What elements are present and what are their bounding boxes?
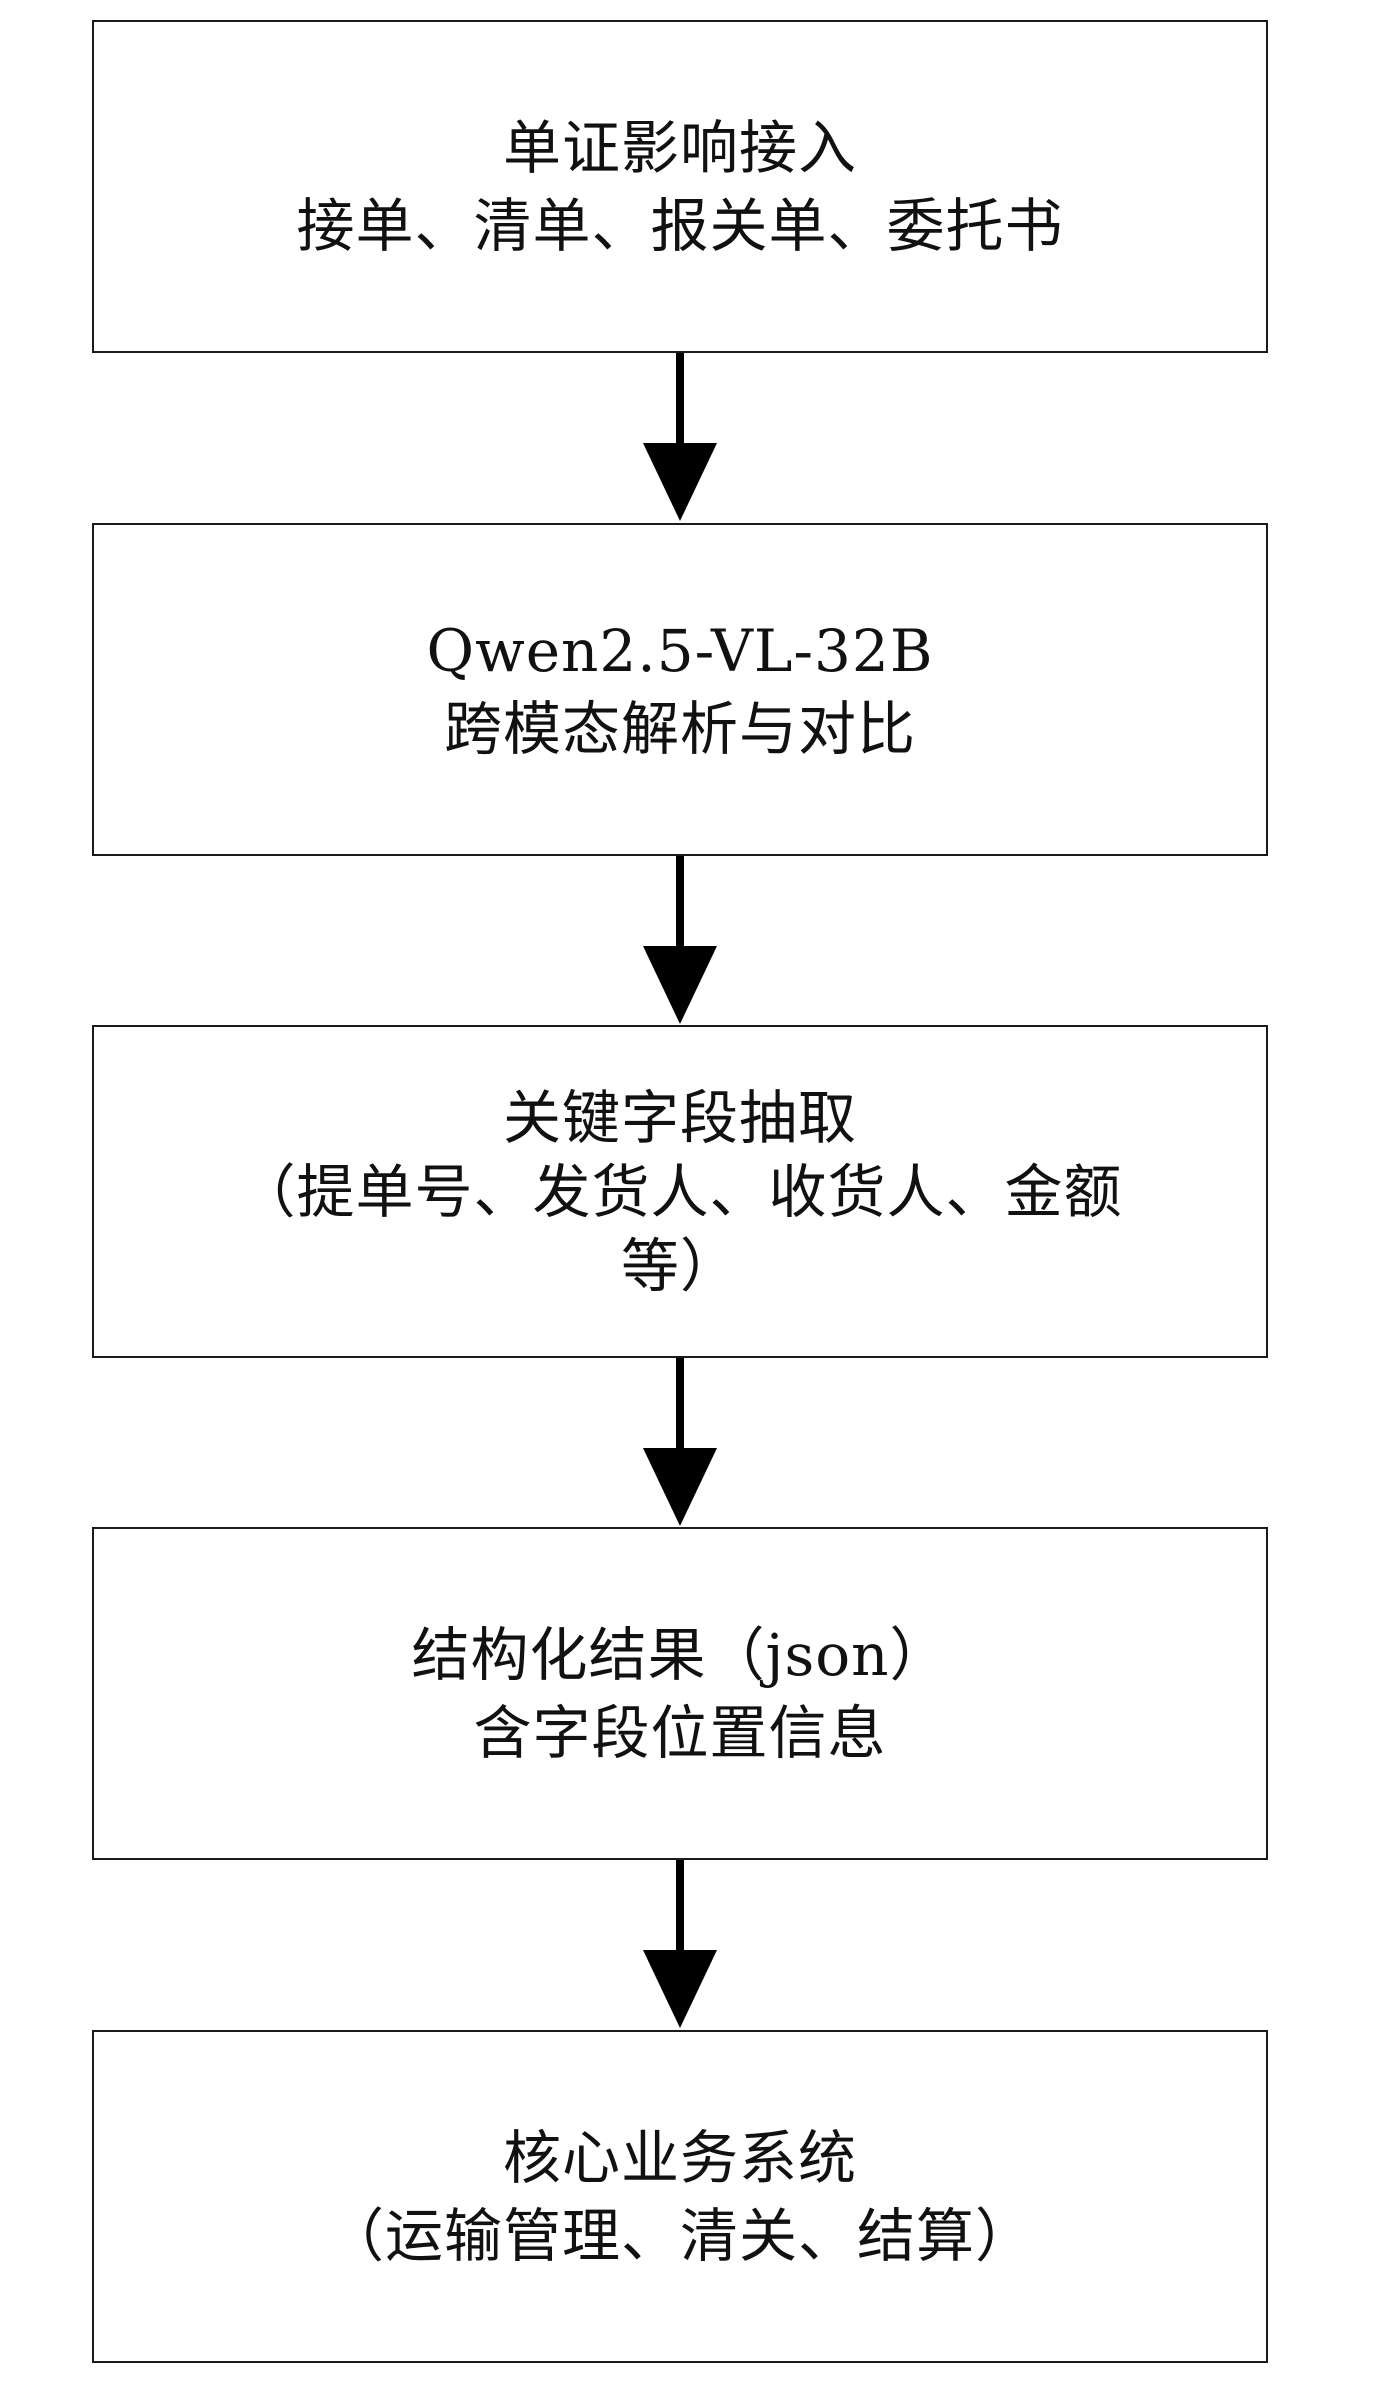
arrow-1 bbox=[643, 353, 717, 521]
step-detail: 跨模态解析与对比 bbox=[443, 694, 916, 763]
flow-step-structured-result: 结构化结果（json） 含字段位置信息 bbox=[92, 1527, 1268, 1860]
arrow-2 bbox=[643, 856, 717, 1024]
step-title: 结构化结果（json） bbox=[411, 1620, 949, 1689]
step-detail: （运输管理、清关、结算） bbox=[325, 2201, 1034, 2270]
step-title: Qwen2.5-VL-32B bbox=[426, 616, 934, 685]
step-detail: 接单、清单、报关单、委托书 bbox=[296, 191, 1064, 260]
flow-step-field-extraction: 关键字段抽取 （提单号、发货人、收货人、金额 等） bbox=[92, 1025, 1268, 1358]
step-title: 核心业务系统 bbox=[502, 2123, 857, 2192]
flow-step-document-intake: 单证影响接入 接单、清单、报关单、委托书 bbox=[92, 20, 1268, 353]
flow-step-model-parsing: Qwen2.5-VL-32B 跨模态解析与对比 bbox=[92, 523, 1268, 856]
step-detail: 含字段位置信息 bbox=[473, 1698, 887, 1767]
step-detail-continued: 等） bbox=[620, 1231, 739, 1300]
step-detail: （提单号、发货人、收货人、金额 bbox=[237, 1157, 1123, 1226]
arrow-4 bbox=[643, 1860, 717, 2028]
arrow-3 bbox=[643, 1358, 717, 1526]
flow-step-core-business-system: 核心业务系统 （运输管理、清关、结算） bbox=[92, 2030, 1268, 2363]
step-title: 单证影响接入 bbox=[502, 113, 857, 182]
step-title: 关键字段抽取 bbox=[502, 1083, 857, 1152]
